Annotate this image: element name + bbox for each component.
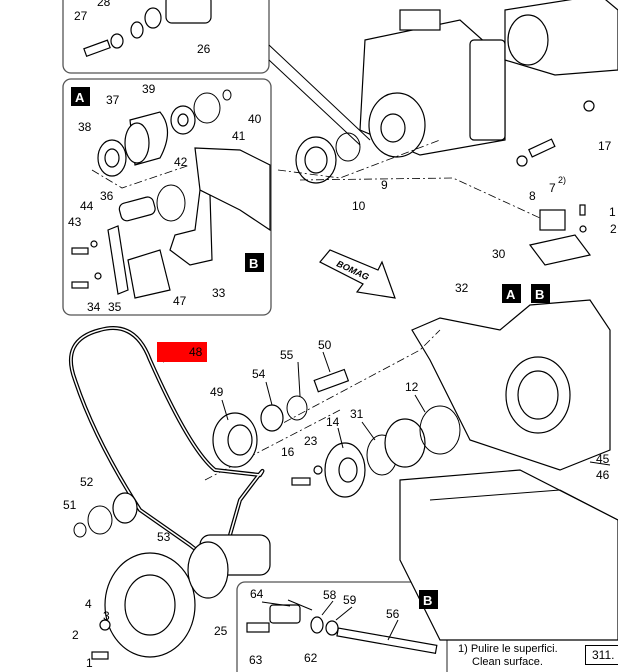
svg-text:36: 36 (100, 189, 114, 203)
svg-text:50: 50 (318, 338, 332, 352)
callout-b-inset: B (245, 253, 264, 272)
svg-text:62: 62 (304, 651, 318, 665)
svg-text:58: 58 (323, 588, 337, 602)
svg-text:52: 52 (80, 475, 94, 489)
part-label-48[interactable]: 48 (189, 345, 203, 359)
svg-text:27: 27 (74, 9, 88, 23)
svg-text:2: 2 (610, 222, 617, 236)
bolt-27 (83, 39, 111, 58)
svg-text:4: 4 (85, 597, 92, 611)
svg-text:37: 37 (106, 93, 120, 107)
svg-text:9: 9 (381, 178, 388, 192)
svg-text:17: 17 (598, 139, 612, 153)
svg-text:23: 23 (304, 434, 318, 448)
note-clean-surface: 1) Pulire le superfici. Clean surface. (458, 643, 558, 669)
page-reference: 311. (585, 645, 618, 665)
svg-text:A: A (506, 287, 516, 302)
callout-a-frame: A (502, 284, 521, 303)
svg-text:56: 56 (386, 607, 400, 621)
svg-text:1: 1 (609, 205, 616, 219)
svg-text:14: 14 (326, 415, 340, 429)
svg-text:64: 64 (250, 587, 264, 601)
svg-text:B: B (249, 256, 258, 271)
svg-text:38: 38 (78, 120, 92, 134)
svg-text:54: 54 (252, 367, 266, 381)
svg-text:30: 30 (492, 247, 506, 261)
svg-text:41: 41 (232, 129, 246, 143)
threaded-rod-56 (336, 627, 438, 654)
hydraulic-pump (359, 9, 506, 158)
svg-text:1: 1 (86, 656, 93, 670)
note-line-2: Clean surface. (472, 656, 543, 668)
base-plate (399, 469, 618, 641)
svg-text:53: 53 (157, 530, 171, 544)
hydraulic-pump-2 (504, 0, 618, 76)
svg-text:8: 8 (529, 189, 536, 203)
note-line-1: 1) Pulire le superfici. (458, 643, 558, 655)
callout-b-frame: B (531, 284, 550, 303)
svg-text:7: 7 (549, 181, 556, 195)
svg-text:31: 31 (350, 407, 364, 421)
svg-text:A: A (75, 90, 85, 105)
svg-text:B: B (535, 287, 544, 302)
callout-a-inset: A (71, 87, 90, 106)
svg-text:26: 26 (197, 42, 211, 56)
svg-text:40: 40 (248, 112, 262, 126)
svg-text:16: 16 (281, 445, 295, 459)
svg-text:10: 10 (352, 199, 366, 213)
svg-text:3: 3 (103, 609, 110, 623)
svg-text:49: 49 (210, 385, 224, 399)
svg-text:42: 42 (174, 155, 188, 169)
svg-text:47: 47 (173, 294, 187, 308)
svg-text:39: 39 (142, 82, 156, 96)
part-labels: 27 28 26 37 39 40 41 38 42 36 44 43 33 4… (63, 0, 617, 670)
inset-panel-top (62, 0, 270, 74)
svg-text:44: 44 (80, 199, 94, 213)
svg-text:32: 32 (455, 281, 469, 295)
svg-text:2): 2) (558, 175, 566, 185)
svg-text:59: 59 (343, 593, 357, 607)
bomag-direction-arrow: BOMAG (319, 249, 396, 299)
svg-text:43: 43 (68, 215, 82, 229)
svg-text:45: 45 (596, 452, 610, 466)
svg-text:25: 25 (214, 624, 228, 638)
callout-b-lower-inset: B (419, 590, 438, 609)
svg-text:35: 35 (108, 300, 122, 314)
svg-text:28: 28 (97, 0, 111, 9)
highlighted-part-48[interactable] (157, 342, 207, 362)
svg-text:33: 33 (212, 286, 226, 300)
svg-text:B: B (423, 593, 432, 608)
svg-text:51: 51 (63, 498, 77, 512)
svg-text:46: 46 (596, 468, 610, 482)
svg-text:63: 63 (249, 653, 263, 667)
svg-text:2: 2 (72, 628, 79, 642)
svg-text:12: 12 (405, 380, 419, 394)
svg-text:34: 34 (87, 300, 101, 314)
svg-text:55: 55 (280, 348, 294, 362)
